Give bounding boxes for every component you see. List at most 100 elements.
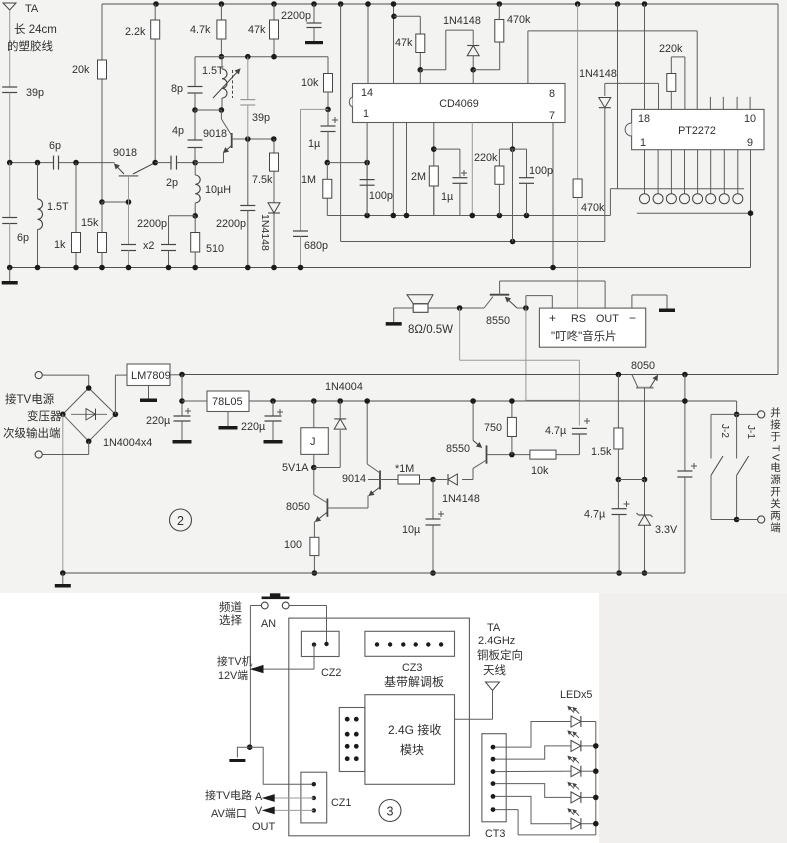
svg-text:CT3: CT3 [485,828,505,840]
svg-text:LEDx5: LEDx5 [560,689,592,701]
svg-text:7.5k: 7.5k [252,174,273,186]
svg-text:2: 2 [177,514,184,528]
svg-text:2200p: 2200p [216,218,246,230]
svg-text:1.5T: 1.5T [47,201,69,213]
svg-text:接TV电路: 接TV电路 [205,789,252,802]
svg-text:次级输出端: 次级输出端 [3,426,61,440]
svg-text:10µH: 10µH [205,184,231,196]
svg-text:的塑胶线: 的塑胶线 [7,39,53,53]
svg-text:8050: 8050 [631,360,655,372]
svg-text:CZ1: CZ1 [331,797,351,809]
svg-text:8p: 8p [171,83,183,95]
svg-text:RS: RS [571,313,586,325]
svg-text:CD4069: CD4069 [439,98,479,110]
svg-text:100p: 100p [369,190,393,202]
svg-text:变压器: 变压器 [27,409,62,423]
svg-text:18: 18 [638,113,650,125]
svg-text:1.5k: 1.5k [591,446,612,458]
svg-text:47k: 47k [395,37,413,49]
svg-text:7: 7 [549,110,555,122]
svg-text:1.5T: 1.5T [202,65,224,77]
svg-text:铜板定向: 铜板定向 [477,648,523,662]
svg-text:J-1: J-1 [745,425,756,439]
svg-text:4.7µ: 4.7µ [545,425,566,437]
svg-text:39p: 39p [252,112,270,124]
svg-text:8550: 8550 [446,443,470,455]
svg-text:端: 端 [770,521,781,534]
svg-text:4.7µ: 4.7µ [584,509,605,521]
svg-text:220k: 220k [659,43,683,55]
svg-text:470k: 470k [581,202,605,214]
svg-text:14: 14 [361,87,373,99]
svg-text:模块: 模块 [400,743,424,757]
svg-text:8: 8 [549,88,555,100]
svg-text:220µ: 220µ [146,415,170,427]
svg-text:接TV电源: 接TV电源 [5,392,55,406]
svg-text:2.2k: 2.2k [125,26,146,38]
svg-text:9018: 9018 [203,128,227,140]
svg-text:1µ: 1µ [308,138,320,150]
svg-text:开: 开 [770,486,781,498]
svg-text:750: 750 [484,422,502,434]
svg-text:100p: 100p [529,165,553,177]
svg-text:关: 关 [770,497,781,510]
svg-text:510: 510 [206,243,224,255]
svg-text:+: + [549,311,556,325]
svg-text:5V1A: 5V1A [282,462,309,474]
svg-text:两: 两 [770,510,781,522]
svg-text:78L05: 78L05 [212,396,243,408]
svg-text:8Ω/0.5W: 8Ω/0.5W [408,324,453,336]
svg-text:1N4148: 1N4148 [442,493,480,505]
svg-text:9014: 9014 [342,473,366,485]
svg-text:x2: x2 [143,240,154,252]
svg-text:TA: TA [25,3,39,15]
svg-text:1µ: 1µ [441,191,453,203]
svg-text:PT2272: PT2272 [678,125,716,137]
svg-text:CZ3: CZ3 [402,662,422,674]
svg-text:9018: 9018 [113,147,137,159]
svg-text:39p: 39p [26,87,44,99]
svg-text:6p: 6p [49,140,61,152]
svg-text:1N4148: 1N4148 [579,68,617,80]
svg-text:源: 源 [770,473,781,486]
svg-text:2p: 2p [166,177,178,189]
svg-text:8050: 8050 [286,501,310,513]
svg-text:1N4004: 1N4004 [325,381,363,393]
svg-text:V: V [770,454,782,461]
svg-text:6p: 6p [17,232,29,244]
svg-text:10k: 10k [531,465,549,477]
svg-text:J-2: J-2 [719,424,730,438]
svg-text:3: 3 [387,805,394,819]
svg-text:1: 1 [640,137,646,149]
svg-text:10µ: 10µ [402,524,420,536]
svg-text:2200p: 2200p [137,218,167,230]
svg-text:AV端口: AV端口 [211,807,247,820]
svg-text:1N4148: 1N4148 [443,15,481,27]
svg-text:8550: 8550 [486,315,510,327]
svg-text:2200p: 2200p [281,10,311,22]
svg-text:OUT: OUT [596,313,619,325]
svg-text:220k: 220k [474,152,498,164]
svg-text:220µ: 220µ [241,421,265,433]
svg-text:A: A [255,791,263,803]
svg-text:于: 于 [770,431,781,443]
svg-text:频道: 频道 [219,600,242,614]
svg-text:4p: 4p [172,125,184,137]
svg-text:TA: TA [487,622,501,634]
svg-text:15k: 15k [81,217,99,229]
svg-text:T: T [770,445,782,452]
svg-text:1M: 1M [301,174,316,186]
svg-text:2.4GHz: 2.4GHz [478,635,515,647]
svg-text:1: 1 [363,108,369,120]
svg-text:680p: 680p [304,240,328,252]
svg-text:"叮咚"音乐片: "叮咚"音乐片 [551,329,617,343]
svg-text:LM7809: LM7809 [131,370,171,382]
svg-text:电: 电 [770,461,781,474]
svg-text:长 24cm: 长 24cm [14,23,57,36]
svg-text:3.3V: 3.3V [655,524,678,536]
svg-text:100: 100 [284,539,302,551]
svg-text:J: J [310,436,316,448]
svg-text:4.7k: 4.7k [190,24,211,36]
svg-text:选择: 选择 [219,613,242,627]
svg-text:10k: 10k [301,77,319,89]
